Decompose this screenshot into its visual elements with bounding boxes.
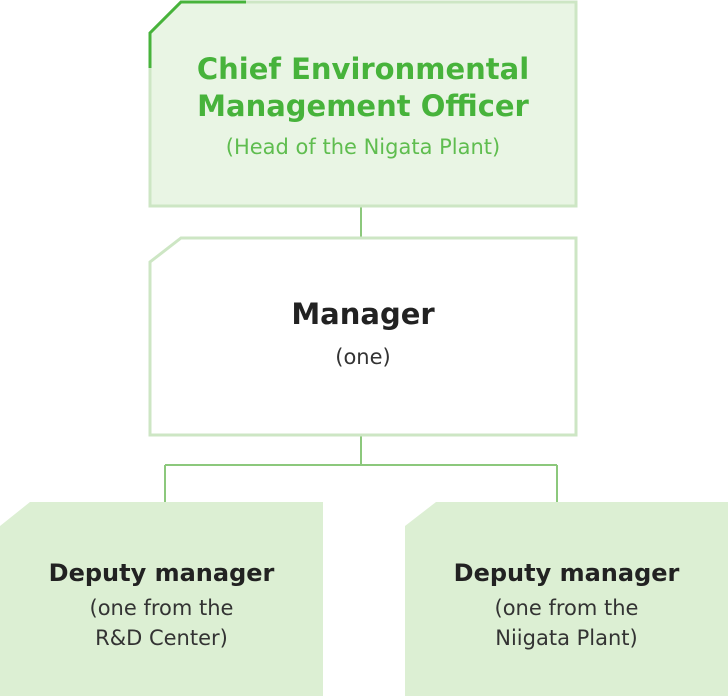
manager-title: Manager [291, 297, 435, 331]
deputy-right-title: Deputy manager [453, 559, 680, 587]
manager-subtitle: (one) [335, 345, 391, 369]
deputy-box-left [0, 502, 323, 696]
deputy-right-subtitle-line1: (one from the [494, 596, 639, 620]
deputy-left-subtitle-line1: (one from the [89, 596, 234, 620]
deputy-box-right [405, 502, 728, 696]
deputy-left-title: Deputy manager [48, 559, 275, 587]
chief-title-line2: Management Officer [197, 89, 529, 123]
chief-box-accent [148, 0, 246, 68]
deputy-right-subtitle-line2: Niigata Plant) [495, 626, 638, 650]
deputy-left-subtitle-line2: R&D Center) [95, 626, 228, 650]
manager-box [148, 236, 578, 437]
chief-title-line1: Chief Environmental [196, 52, 530, 86]
chief-subtitle: (Head of the Nigata Plant) [225, 135, 501, 159]
